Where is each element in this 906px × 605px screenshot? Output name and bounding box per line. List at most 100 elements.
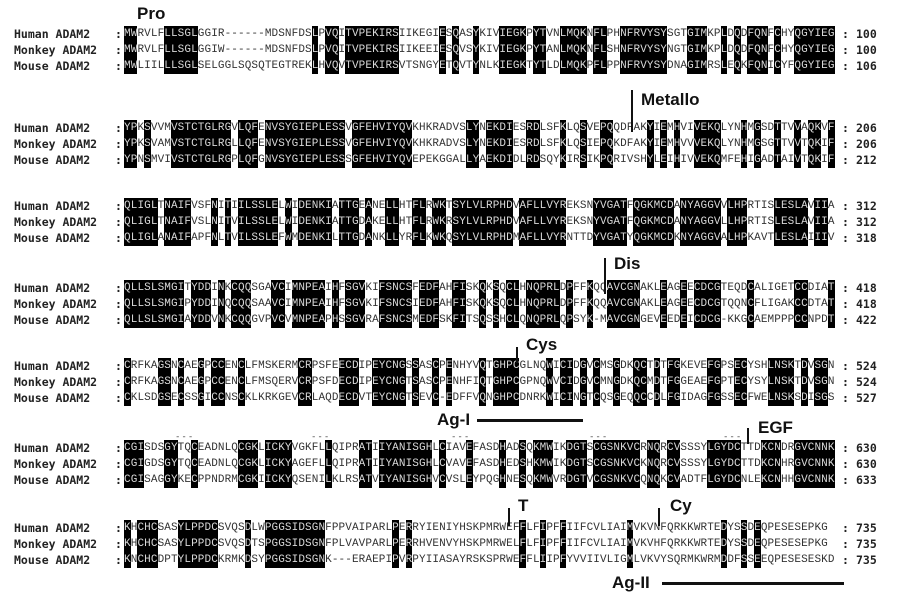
species-name: Human ADAM2 [14, 121, 91, 135]
separator: : [115, 297, 122, 311]
species-name: Mouse ADAM2 [14, 153, 91, 167]
t-boundary-tick [508, 508, 510, 526]
separator: : [842, 553, 849, 567]
species-name: Human ADAM2 [14, 441, 91, 455]
epitope-label-ag-i: Ag-I [437, 410, 471, 429]
domain-label-cy: Cy [670, 496, 692, 515]
separator: : [842, 441, 849, 455]
species-name: Human ADAM2 [14, 521, 91, 535]
separator: : [115, 521, 122, 535]
residue-position: 630 [856, 441, 877, 455]
separator: : [842, 27, 849, 41]
species-name: Human ADAM2 [14, 199, 91, 213]
residue-position: 633 [856, 473, 877, 487]
residue-position: 524 [856, 375, 877, 389]
residue-position: 630 [856, 457, 877, 471]
species-name: Mouse ADAM2 [14, 473, 91, 487]
domain-label-cys: Cys [526, 335, 558, 354]
sequence: YPKSVAMVSTCTGLRGLLQFENVSYGIEPLESSVGFEHVI… [124, 136, 835, 152]
residue-position: 422 [856, 313, 877, 327]
species-name: Mouse ADAM2 [14, 553, 91, 567]
metallo-boundary-tick [631, 90, 633, 132]
residue-position: 212 [856, 153, 877, 167]
domain-label-egf: EGF [758, 418, 793, 437]
separator: : [842, 59, 849, 73]
epitope-bar-ag-ii [662, 582, 844, 585]
sequence: MWRVLFLLSGLGGIR------MDSNFDSLPVQITVPEKIR… [124, 26, 835, 42]
sequence: YPKSVVMVSTCTGLRGVLQFENVSYGIEPLESSVGFEHVI… [124, 120, 835, 136]
separator: : [115, 391, 122, 405]
domain-label-metallo: Metallo [641, 90, 700, 109]
residue-position: 106 [856, 59, 877, 73]
dis-boundary-tick [604, 258, 606, 294]
sequence: KHCHCSASYLPPDCSVQSDTSPGGSIDSGNFPLVAVPARL… [124, 536, 828, 552]
species-name: Monkey ADAM2 [14, 137, 98, 151]
gap-marker-dots: --- [451, 432, 471, 442]
residue-position: 206 [856, 137, 877, 151]
sequence: CRFKAGSNCAEGPCCENCLFMSQERVCRPSFDECDIPEYC… [124, 374, 835, 390]
separator: : [115, 153, 122, 167]
separator: : [115, 313, 122, 327]
separator: : [115, 281, 122, 295]
sequence: MWLIILLLSGLSELGGLSQSQTEGTREKLHVQVTVPEKIR… [124, 58, 835, 74]
sequence: CGIGDSGYTQCEADNLQCGKLICKYAGEFLLQIPRATIIY… [124, 456, 835, 472]
separator: : [115, 59, 122, 73]
sequence: QLIGLANAIFAPFNLTVILSSLEFWMDENKILTTGDANKL… [124, 230, 835, 246]
separator: : [842, 215, 849, 229]
residue-position: 735 [856, 537, 877, 551]
separator: : [842, 457, 849, 471]
cy-boundary-tick [658, 508, 660, 526]
residue-position: 100 [856, 43, 877, 57]
separator: : [115, 359, 122, 373]
separator: : [115, 375, 122, 389]
gap-marker-dots: --- [311, 432, 331, 442]
species-name: Mouse ADAM2 [14, 59, 91, 73]
separator: : [115, 553, 122, 567]
residue-position: 312 [856, 215, 877, 229]
separator: : [842, 153, 849, 167]
separator: : [842, 313, 849, 327]
species-name: Monkey ADAM2 [14, 43, 98, 57]
species-name: Mouse ADAM2 [14, 391, 91, 405]
species-name: Monkey ADAM2 [14, 215, 98, 229]
domain-label-dis: Dis [614, 254, 641, 273]
separator: : [842, 537, 849, 551]
separator: : [842, 43, 849, 57]
domain-label-pro: Pro [137, 4, 166, 23]
egf-boundary-tick [747, 428, 749, 444]
residue-position: 527 [856, 391, 877, 405]
separator: : [842, 231, 849, 245]
separator: : [842, 375, 849, 389]
separator: : [842, 281, 849, 295]
residue-position: 318 [856, 231, 877, 245]
separator: : [115, 27, 122, 41]
separator: : [842, 137, 849, 151]
sequence: CRFKAGSNCAEGPCCENCLFMSKERMCRPSFEECDIPEYC… [124, 358, 835, 374]
species-name: Human ADAM2 [14, 281, 91, 295]
separator: : [115, 215, 122, 229]
separator: : [842, 359, 849, 373]
separator: : [115, 137, 122, 151]
domain-label-t: T [518, 496, 529, 515]
separator: : [842, 199, 849, 213]
species-name: Monkey ADAM2 [14, 537, 98, 551]
sequence: QLLSLSMGITYDDINKCQQSGAVCIMNPEAIHFSGVKIFS… [124, 280, 835, 296]
separator: : [115, 441, 122, 455]
sequence: CGISAGGYKECPPNDRMCGKIICKYQSENILKLRSATVIY… [124, 472, 835, 488]
sequence: QLIGLTNAIFVSLNITVILSSLELWIDENKIATTGDAKEL… [124, 214, 835, 230]
residue-position: 735 [856, 521, 877, 535]
residue-position: 206 [856, 121, 877, 135]
species-name: Mouse ADAM2 [14, 231, 91, 245]
separator: : [115, 43, 122, 57]
sequence: QLLSLSMGIPYDDINQCQQSAAVCIMNPEAIHFSGVKIFS… [124, 296, 835, 312]
residue-position: 312 [856, 199, 877, 213]
gap-marker-dots: --- [723, 432, 743, 442]
species-name: Mouse ADAM2 [14, 313, 91, 327]
separator: : [115, 473, 122, 487]
epitope-label-ag-ii: Ag-II [612, 573, 650, 592]
separator: : [842, 391, 849, 405]
separator: : [842, 521, 849, 535]
sequence: KHCHCSASYLPPDCSVQSDLWPGGSIDSGNFPPVAIPARL… [124, 520, 828, 536]
residue-position: 524 [856, 359, 877, 373]
species-name: Monkey ADAM2 [14, 457, 98, 471]
